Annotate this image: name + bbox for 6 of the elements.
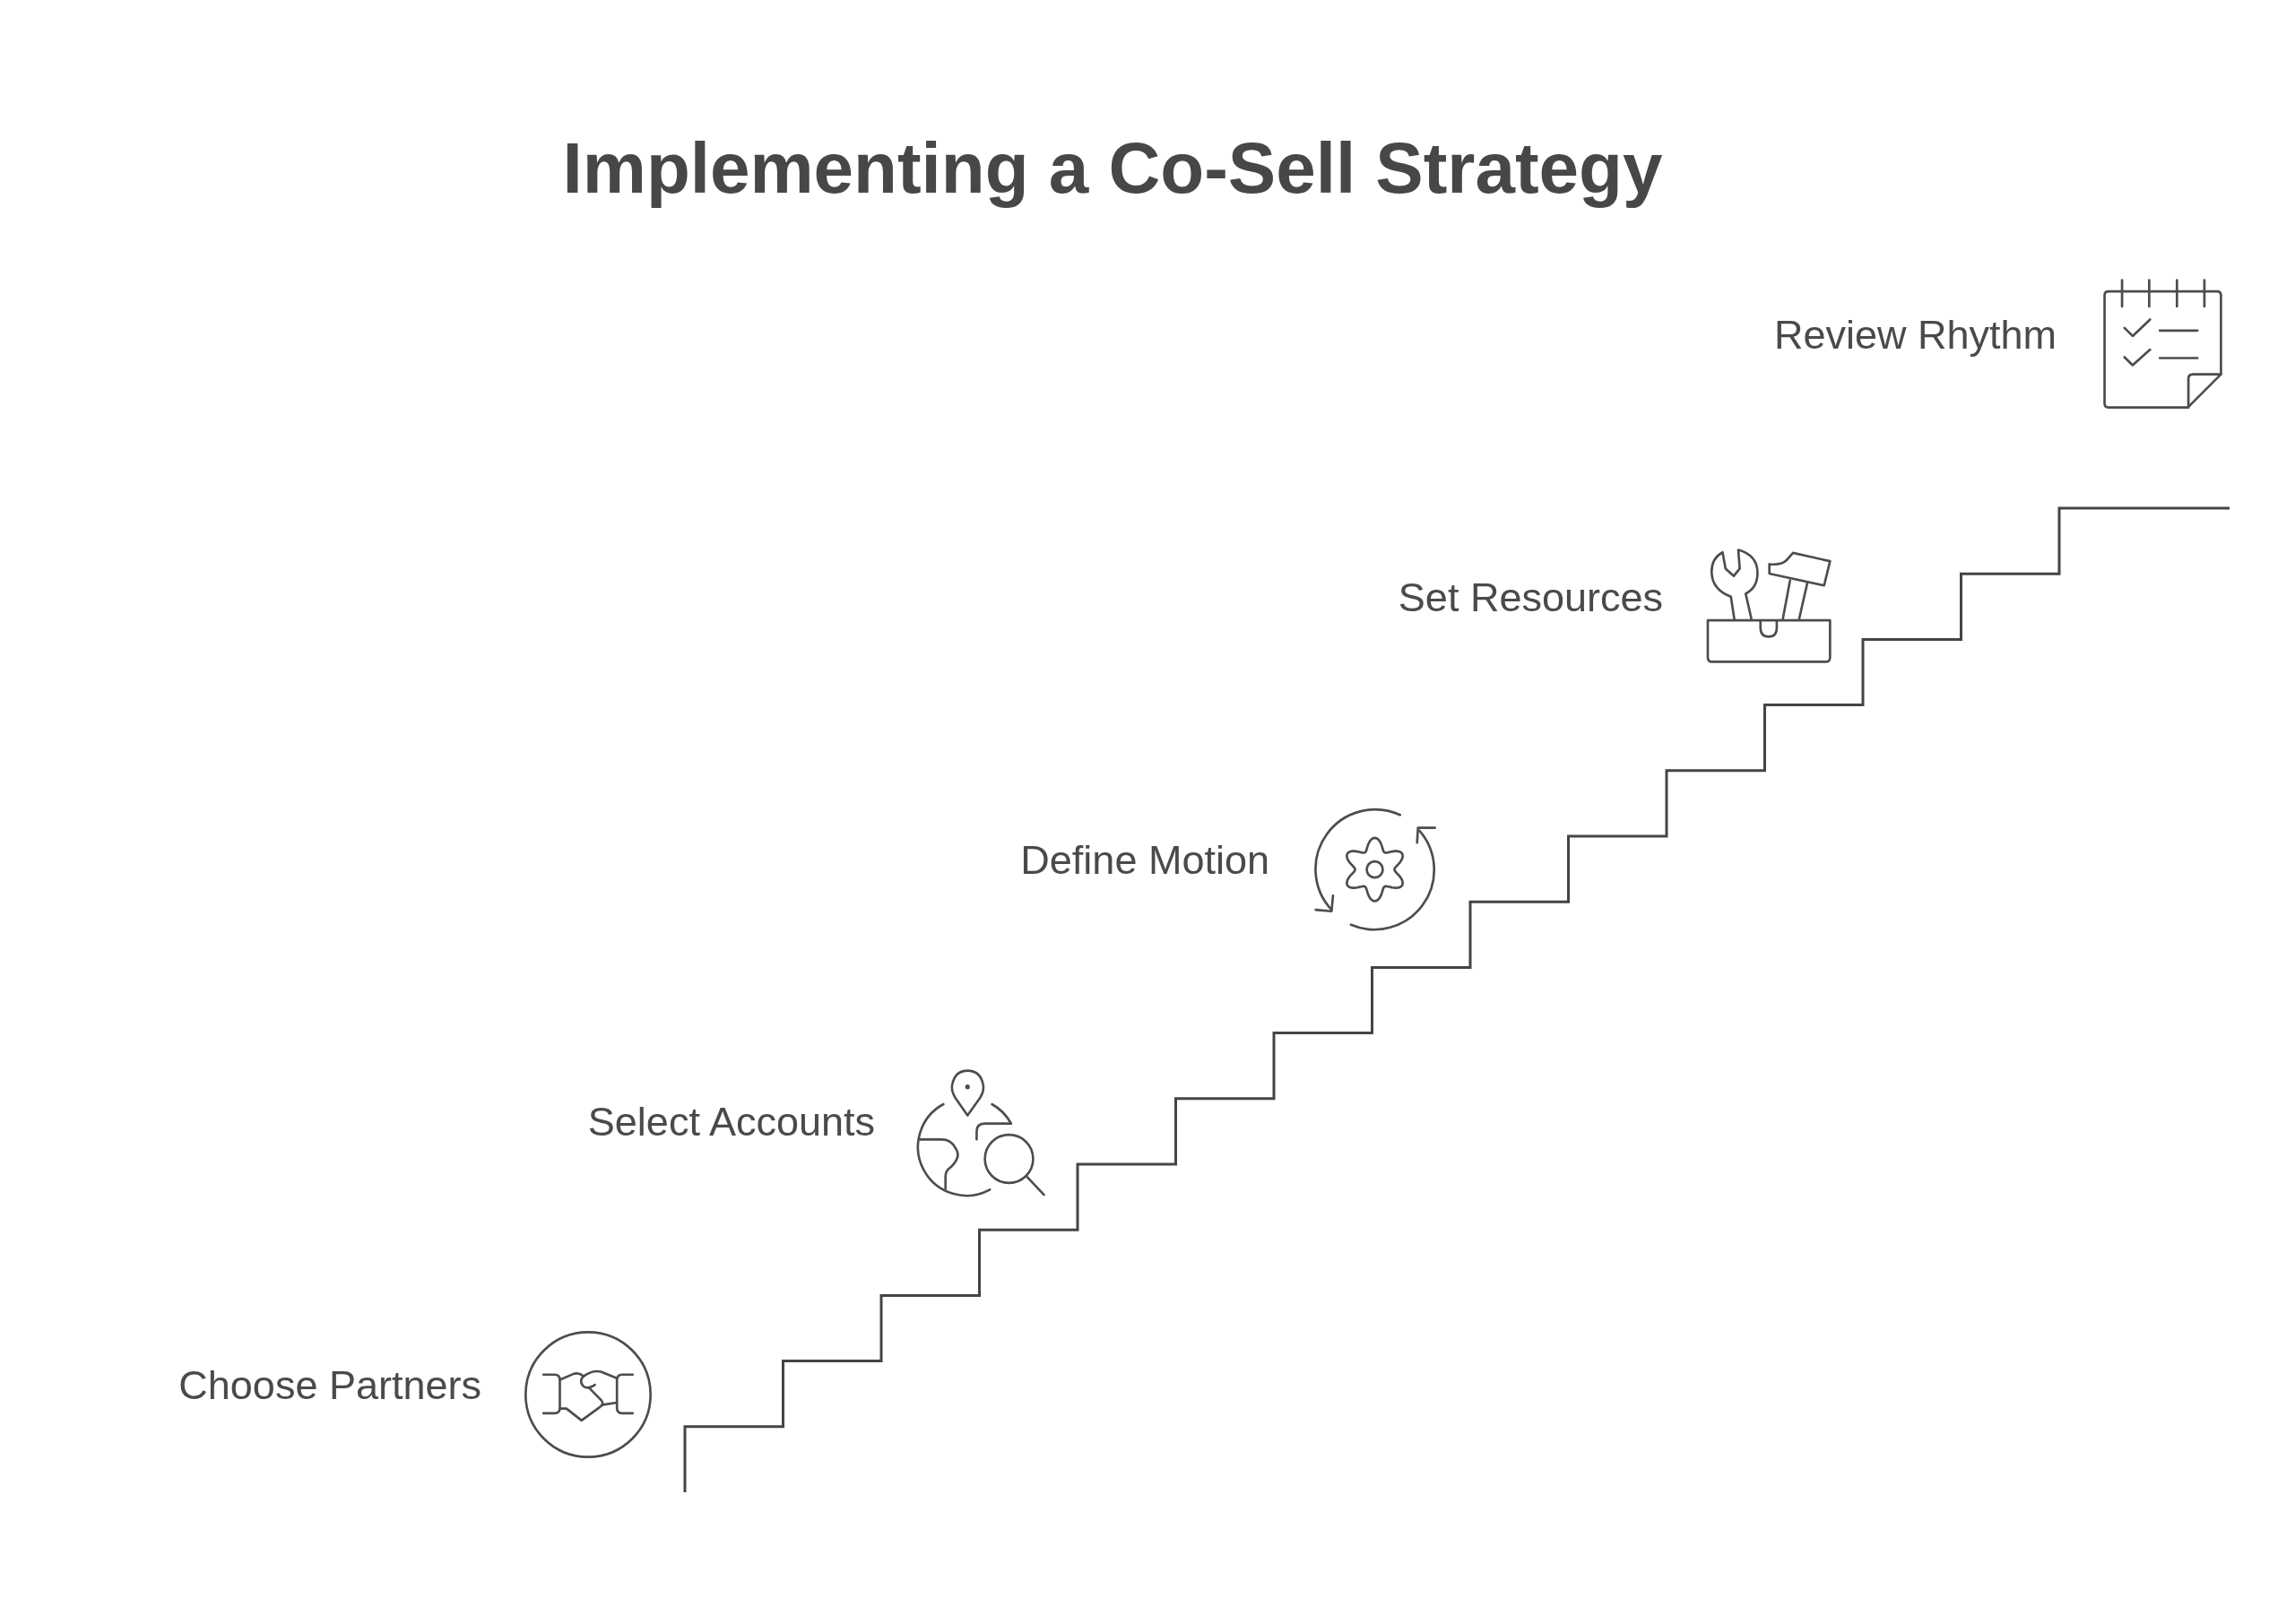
step-label: Choose Partners [178,1361,481,1410]
step-label: Review Rhythm [1773,311,2057,359]
step-label: Define Motion [1020,836,1269,885]
step-label: Select Accounts [587,1098,875,1146]
step-label: Set Resources [1398,574,1663,622]
title: Implementing a Co-Sell Strategy [562,127,1663,210]
